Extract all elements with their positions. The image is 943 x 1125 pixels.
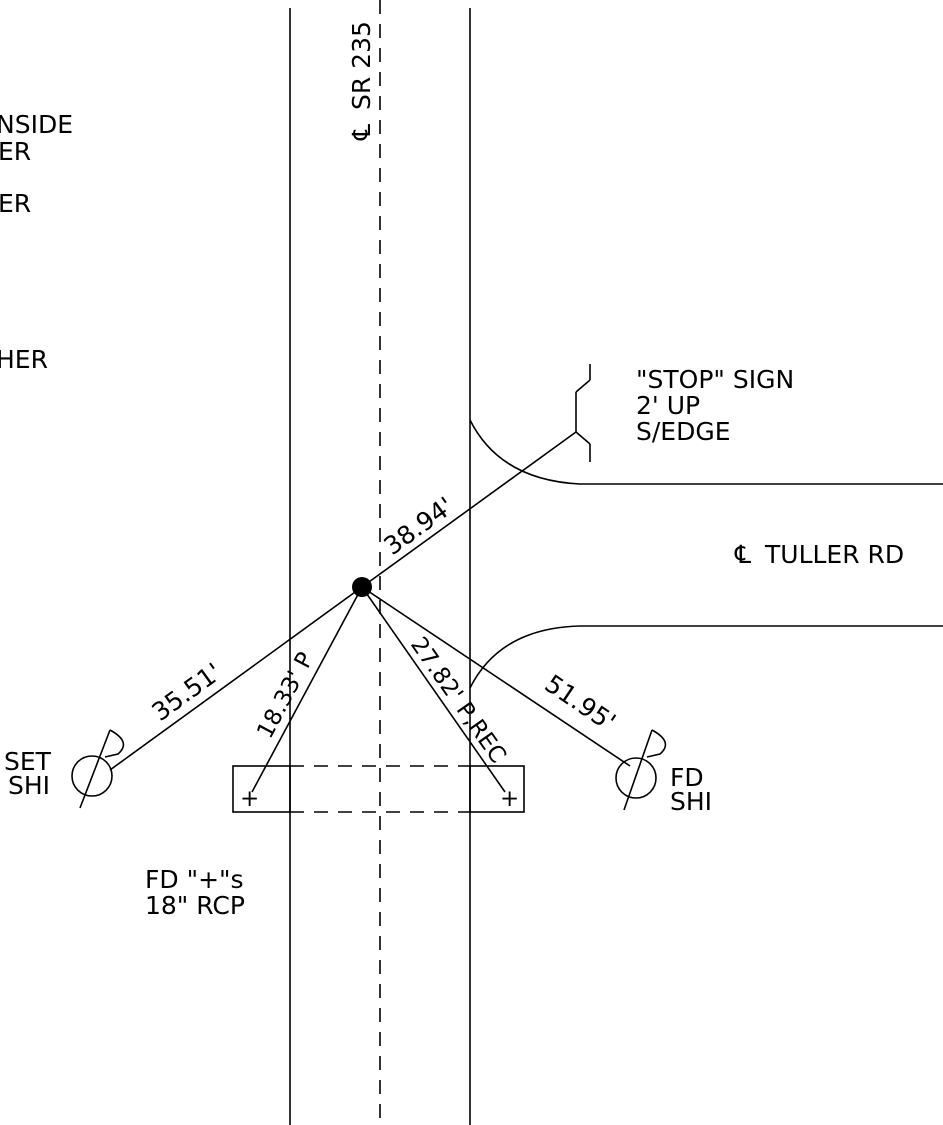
- stop-sign-note-2: 2' UP: [636, 391, 700, 420]
- centerline-symbol-sr235: ℄: [347, 124, 376, 141]
- left-note-2: ER: [0, 137, 31, 166]
- stop-sign-note-1: "STOP" SIGN: [636, 365, 794, 394]
- set-shi-label-1: SET: [4, 747, 52, 776]
- tie-line-stop-sign: [361, 431, 577, 588]
- fd-shi-icon: [615, 729, 667, 811]
- left-note-4: HER: [0, 345, 48, 374]
- centerline-symbol-tuller: ℄: [734, 540, 751, 569]
- stop-sign-note-3: S/EDGE: [636, 417, 731, 446]
- tie-line-fd-shi: [361, 586, 631, 767]
- tuller-rd-label: TULLER RD: [764, 540, 904, 569]
- tie-line-right-cross: [361, 586, 506, 793]
- left-note-3: ER: [0, 189, 31, 218]
- fd-shi-label-1: FD: [670, 763, 704, 792]
- tuller-north-edge: [469, 419, 943, 485]
- cross-mark-right: +: [500, 786, 519, 812]
- tie-line-set-shi: [109, 586, 363, 771]
- fd-shi-label-2: SHI: [670, 787, 712, 816]
- tie-label-set-shi: 35.51': [146, 657, 227, 727]
- stop-sign-icon: [575, 364, 591, 462]
- set-shi-label-2: SHI: [8, 771, 50, 800]
- tie-label-fd-shi: 51.95': [540, 669, 621, 737]
- left-note-1: NSIDE: [0, 110, 73, 139]
- tie-lines: [109, 431, 631, 793]
- pipe-note-2: 18" RCP: [145, 891, 245, 920]
- tie-line-left-cross: [251, 586, 363, 793]
- sr235-label-group: ℄ SR 235: [347, 21, 376, 141]
- cross-mark-left: +: [240, 786, 259, 812]
- tuller-south-edge: [469, 625, 943, 689]
- sr235-label: SR 235: [347, 21, 376, 110]
- set-shi-icon: [71, 729, 125, 809]
- tie-label-right-cross: 27.82' P,REC: [405, 633, 511, 769]
- control-point: [352, 577, 372, 597]
- pipe-note-1: FD "+"s: [145, 865, 244, 894]
- rcp-culvert: + +: [232, 765, 525, 813]
